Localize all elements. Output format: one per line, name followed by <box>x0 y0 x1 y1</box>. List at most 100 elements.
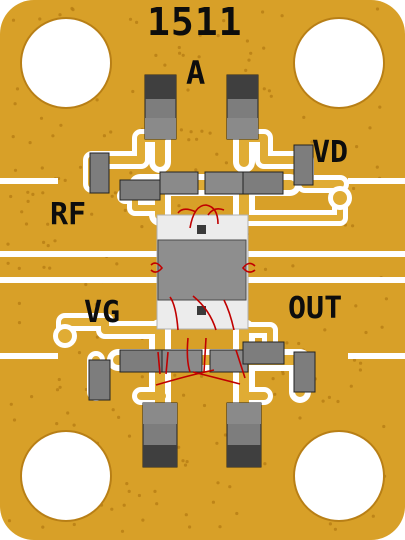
via-dot <box>24 222 29 226</box>
resistor-strip-2 <box>159 171 199 195</box>
clearance-gaps <box>0 178 405 359</box>
via-dot <box>194 168 198 172</box>
via-dot <box>120 529 125 533</box>
via-dot <box>77 351 82 355</box>
resistor-right <box>293 144 314 186</box>
via-dot <box>328 522 332 526</box>
via-dot <box>40 166 44 170</box>
vg-pad-label: VG <box>84 295 121 330</box>
via-dot <box>53 239 57 243</box>
via-dot <box>57 377 61 382</box>
via-dot <box>129 171 133 175</box>
via-dot <box>20 210 24 214</box>
via-dot <box>17 301 21 305</box>
via-dot <box>223 433 227 437</box>
via-dot <box>28 141 32 145</box>
via-dot <box>9 402 13 406</box>
via-dot <box>355 145 359 149</box>
bond-wires <box>150 204 256 386</box>
via-dot <box>244 68 248 72</box>
mounting-hole-bottom-left <box>20 430 112 522</box>
via-dot <box>94 302 98 306</box>
revision-label: A <box>186 54 206 92</box>
via-dot <box>310 140 314 144</box>
via-dot <box>200 374 204 378</box>
via-dot <box>31 192 35 196</box>
via-dot <box>235 511 239 516</box>
resistor-strip-3 <box>204 171 244 195</box>
via-dot <box>9 194 13 199</box>
via-dot <box>247 58 251 62</box>
via-dot <box>297 341 301 346</box>
via-dot <box>195 137 199 141</box>
via-dot <box>202 403 207 408</box>
via-dot <box>137 493 141 498</box>
via-dot <box>249 51 253 55</box>
via-dot <box>153 489 157 493</box>
via-dot <box>42 265 46 269</box>
resistor-left-lower <box>88 359 111 401</box>
via-dot <box>163 63 167 67</box>
via-dot <box>125 482 129 486</box>
via-dot <box>200 129 204 133</box>
via-dot <box>181 53 185 57</box>
via-dot <box>127 434 132 438</box>
via-dot <box>123 208 127 212</box>
via-dot <box>216 481 220 485</box>
via-dot <box>262 87 266 91</box>
chip-pad-top <box>197 225 206 234</box>
via-dot <box>177 445 181 449</box>
via-dot <box>359 361 363 365</box>
resistor-strip-4 <box>242 171 284 195</box>
via-dot <box>110 507 114 511</box>
via-dot <box>263 267 268 271</box>
via-dot <box>135 20 139 24</box>
via-dot <box>271 377 275 381</box>
via-dot <box>178 51 182 55</box>
via-dot <box>15 87 20 91</box>
via-dot <box>198 33 202 37</box>
via-dot <box>321 399 325 403</box>
via-dot <box>323 328 327 332</box>
via-dot <box>42 240 46 244</box>
via-dot <box>291 264 295 268</box>
via-dot <box>218 525 222 529</box>
via-dot <box>78 165 83 169</box>
via-dot <box>269 94 273 98</box>
via-dot <box>273 392 277 396</box>
resistor-strip-5 <box>119 349 163 373</box>
via-dot <box>90 212 94 216</box>
mounting-hole-bottom-right <box>293 430 385 522</box>
via-dot <box>358 368 362 372</box>
via-dot <box>215 152 219 156</box>
via-dot <box>222 19 226 23</box>
via-dot <box>351 224 355 228</box>
part-number-label: 1511 <box>147 0 243 44</box>
via-dot <box>368 126 372 130</box>
via-dot <box>158 23 162 27</box>
via-dot <box>375 7 380 11</box>
via-dot <box>84 282 88 287</box>
via-dot <box>378 105 382 109</box>
resistor-right-lower <box>293 351 316 393</box>
via-dot <box>58 385 62 389</box>
via-dot <box>183 463 188 467</box>
via-dot <box>26 190 30 194</box>
via-dot <box>128 17 133 21</box>
via-dot <box>113 191 117 195</box>
vg-bias-pad-center <box>58 329 72 343</box>
via-dot <box>59 123 63 127</box>
resistor-strip-1 <box>119 179 161 201</box>
via-dot <box>66 411 70 415</box>
via-dot <box>352 358 357 362</box>
via-dot <box>155 502 159 506</box>
via-dot <box>261 10 265 14</box>
mounting-hole-top-left <box>20 17 112 109</box>
via-dot <box>179 128 183 132</box>
via-dot <box>109 130 113 134</box>
via-dot <box>127 489 131 493</box>
via-dot <box>55 422 59 426</box>
via-dot <box>13 168 18 172</box>
via-dot <box>371 514 375 518</box>
